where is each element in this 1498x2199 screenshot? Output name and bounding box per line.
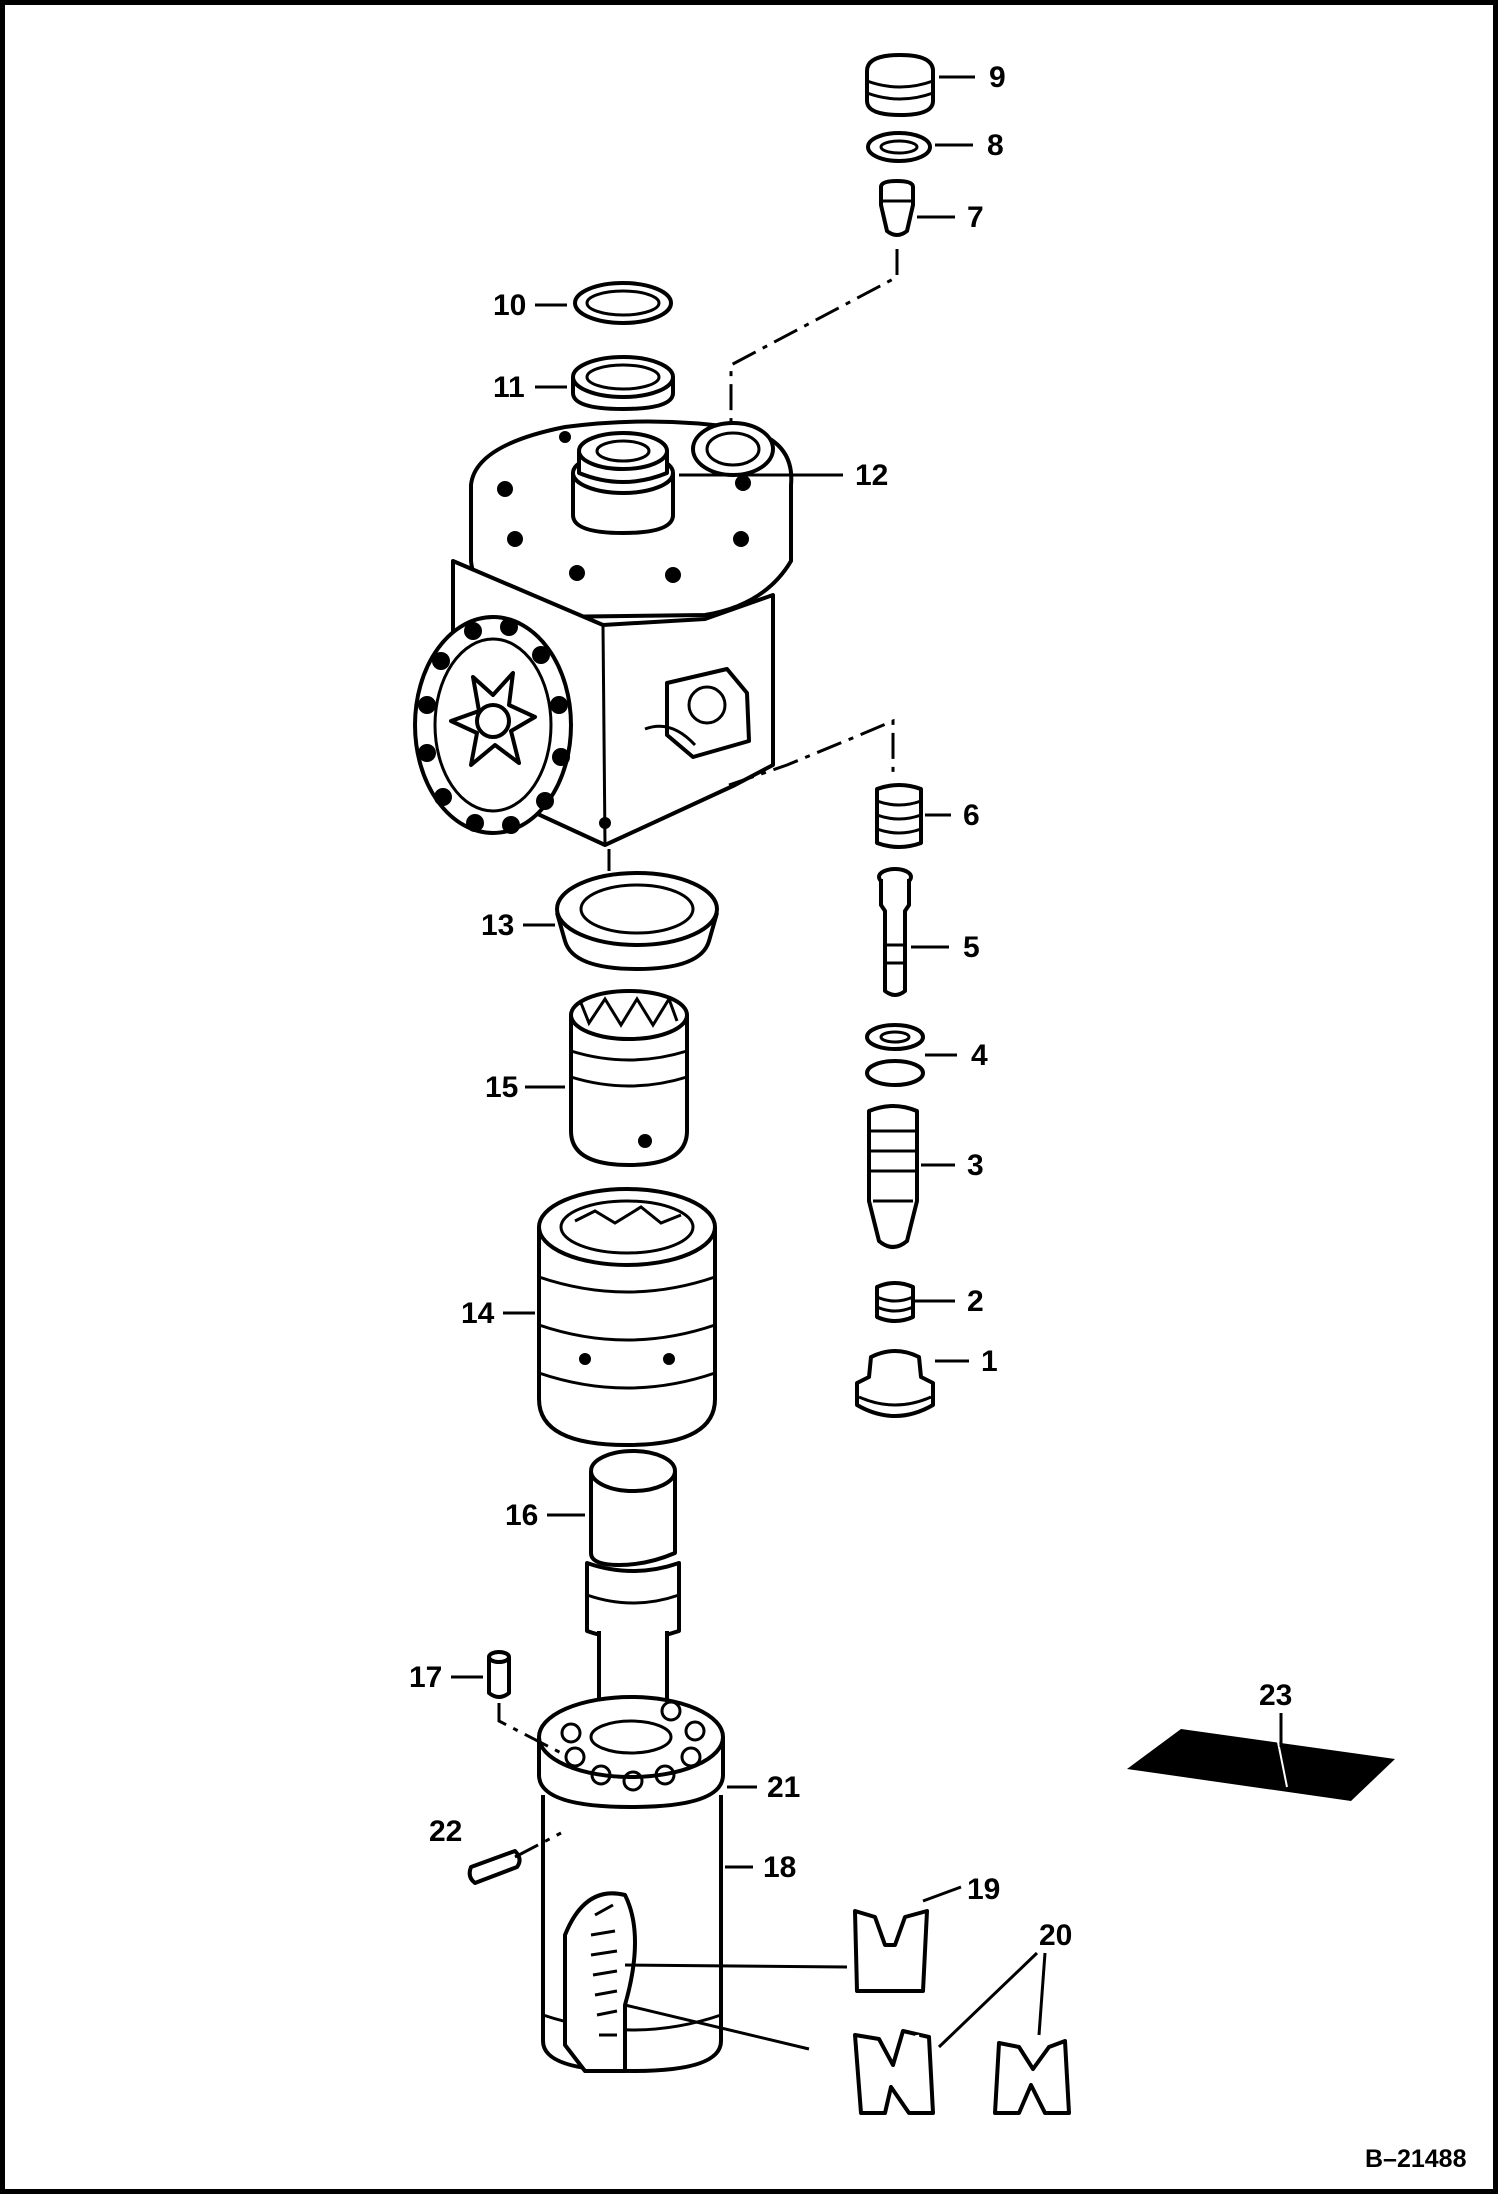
label-19: 19 — [967, 1873, 1000, 1906]
label-5: 5 — [963, 931, 980, 964]
label-leaders — [451, 75, 975, 1869]
label-6: 6 — [963, 799, 980, 832]
part-13-bearing-ring — [555, 871, 719, 971]
part-20-seal-right — [993, 2039, 1071, 2115]
connector-housing-to-valve — [728, 718, 895, 787]
label-1: 1 — [981, 1345, 998, 1378]
part-20-seal-left — [853, 2029, 935, 2115]
label-23: 23 — [1259, 1679, 1292, 1712]
part-3-valve-body — [867, 1104, 919, 1249]
part-11-bushing — [571, 355, 675, 411]
part-14-outer-ring — [537, 1187, 717, 1447]
seal-pointer-20 — [624, 2003, 810, 2051]
part-23-decal — [1127, 1729, 1395, 1801]
part-2-spring — [875, 1281, 915, 1323]
label-8: 8 — [987, 129, 1004, 162]
connector-7-to-12 — [729, 249, 899, 425]
label-22: 22 — [429, 1815, 462, 1848]
label-18: 18 — [763, 1851, 796, 1884]
part-5-poppet-stem — [877, 867, 913, 997]
leader-20a — [937, 1951, 1039, 2049]
part-21-flange — [537, 1695, 725, 1809]
part-9-cap — [865, 53, 935, 117]
seal-pointer-19 — [624, 1963, 848, 1969]
part-22-pin — [467, 1849, 522, 1885]
label-3: 3 — [967, 1149, 984, 1182]
label-4: 4 — [971, 1039, 988, 1072]
part-15-sleeve — [569, 989, 689, 1167]
steering-unit-housing — [413, 419, 794, 847]
part-17-pin — [487, 1650, 511, 1699]
label-17: 17 — [409, 1661, 442, 1694]
label-14: 14 — [461, 1297, 495, 1330]
leader-20b — [1037, 1952, 1047, 2036]
part-4-washers — [865, 1023, 925, 1087]
label-9: 9 — [989, 61, 1006, 94]
part-7-poppet — [879, 179, 915, 237]
figure-reference: B–21488 — [1365, 2145, 1467, 2173]
label-13: 13 — [481, 909, 514, 942]
part-10-seal — [573, 281, 673, 325]
label-12: 12 — [855, 459, 888, 492]
label-11: 11 — [493, 371, 525, 404]
label-2: 2 — [967, 1285, 984, 1318]
part-1-plug — [855, 1349, 935, 1418]
part-18-body — [541, 1795, 723, 2073]
part-8-oring — [866, 131, 932, 163]
label-16: 16 — [505, 1499, 538, 1532]
label-20: 20 — [1039, 1919, 1072, 1952]
label-7: 7 — [967, 201, 984, 234]
leader-19 — [922, 1885, 962, 1903]
label-10: 10 — [493, 289, 526, 322]
label-15: 15 — [485, 1071, 518, 1104]
part-19-seal — [853, 1909, 929, 1993]
exploded-parts-diagram: 9 8 7 10 11 12 6 5 4 3 2 1 13 15 14 16 1… — [409, 53, 1467, 2173]
connector-17-to-flange — [497, 1703, 566, 1757]
label-21: 21 — [767, 1771, 800, 1804]
connector-22-to-flange — [514, 1831, 562, 1859]
part-6-spring — [875, 783, 923, 849]
